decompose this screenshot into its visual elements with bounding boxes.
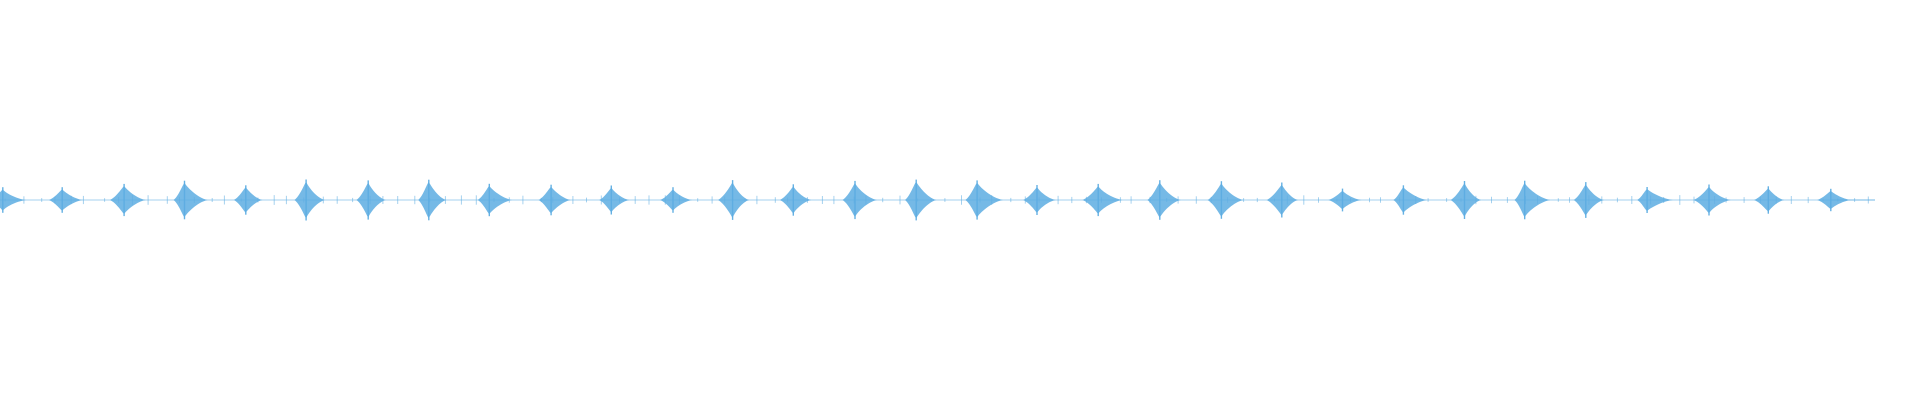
waveform-pulse [356,182,386,218]
waveform-pulse [0,189,27,211]
waveform-pulse [599,187,630,213]
waveform-pulse [1393,187,1428,213]
waveform-pulse [1023,187,1056,213]
waveform-pulse [48,189,83,211]
waveform-pulse [1328,190,1362,210]
waveform-pulse [1450,183,1482,217]
waveform-pulse [965,182,1003,218]
waveform-pulse [233,187,263,213]
waveform-marks [0,179,1875,221]
waveform-pulse [904,181,937,219]
waveform-pulse [1082,185,1123,215]
waveform-pulse [660,189,693,211]
waveform-pulse [477,185,513,215]
waveform-pulse [1147,182,1181,218]
waveform-pulse [842,182,877,218]
waveform-pulse [1693,186,1731,214]
waveform-pulse [1207,183,1244,217]
waveform-pulse [779,186,812,214]
waveform-pulse [1637,189,1673,211]
waveform-pulse [109,185,146,215]
waveform-pulse [718,182,750,218]
waveform-pulse [418,181,447,219]
waveform-pulse [1573,184,1604,216]
waveform-pulse [538,186,571,214]
waveform-pulse [294,181,325,219]
waveform-pulse [173,182,208,218]
waveform-pulse [1754,188,1785,212]
waveform-pulse [1514,182,1551,218]
